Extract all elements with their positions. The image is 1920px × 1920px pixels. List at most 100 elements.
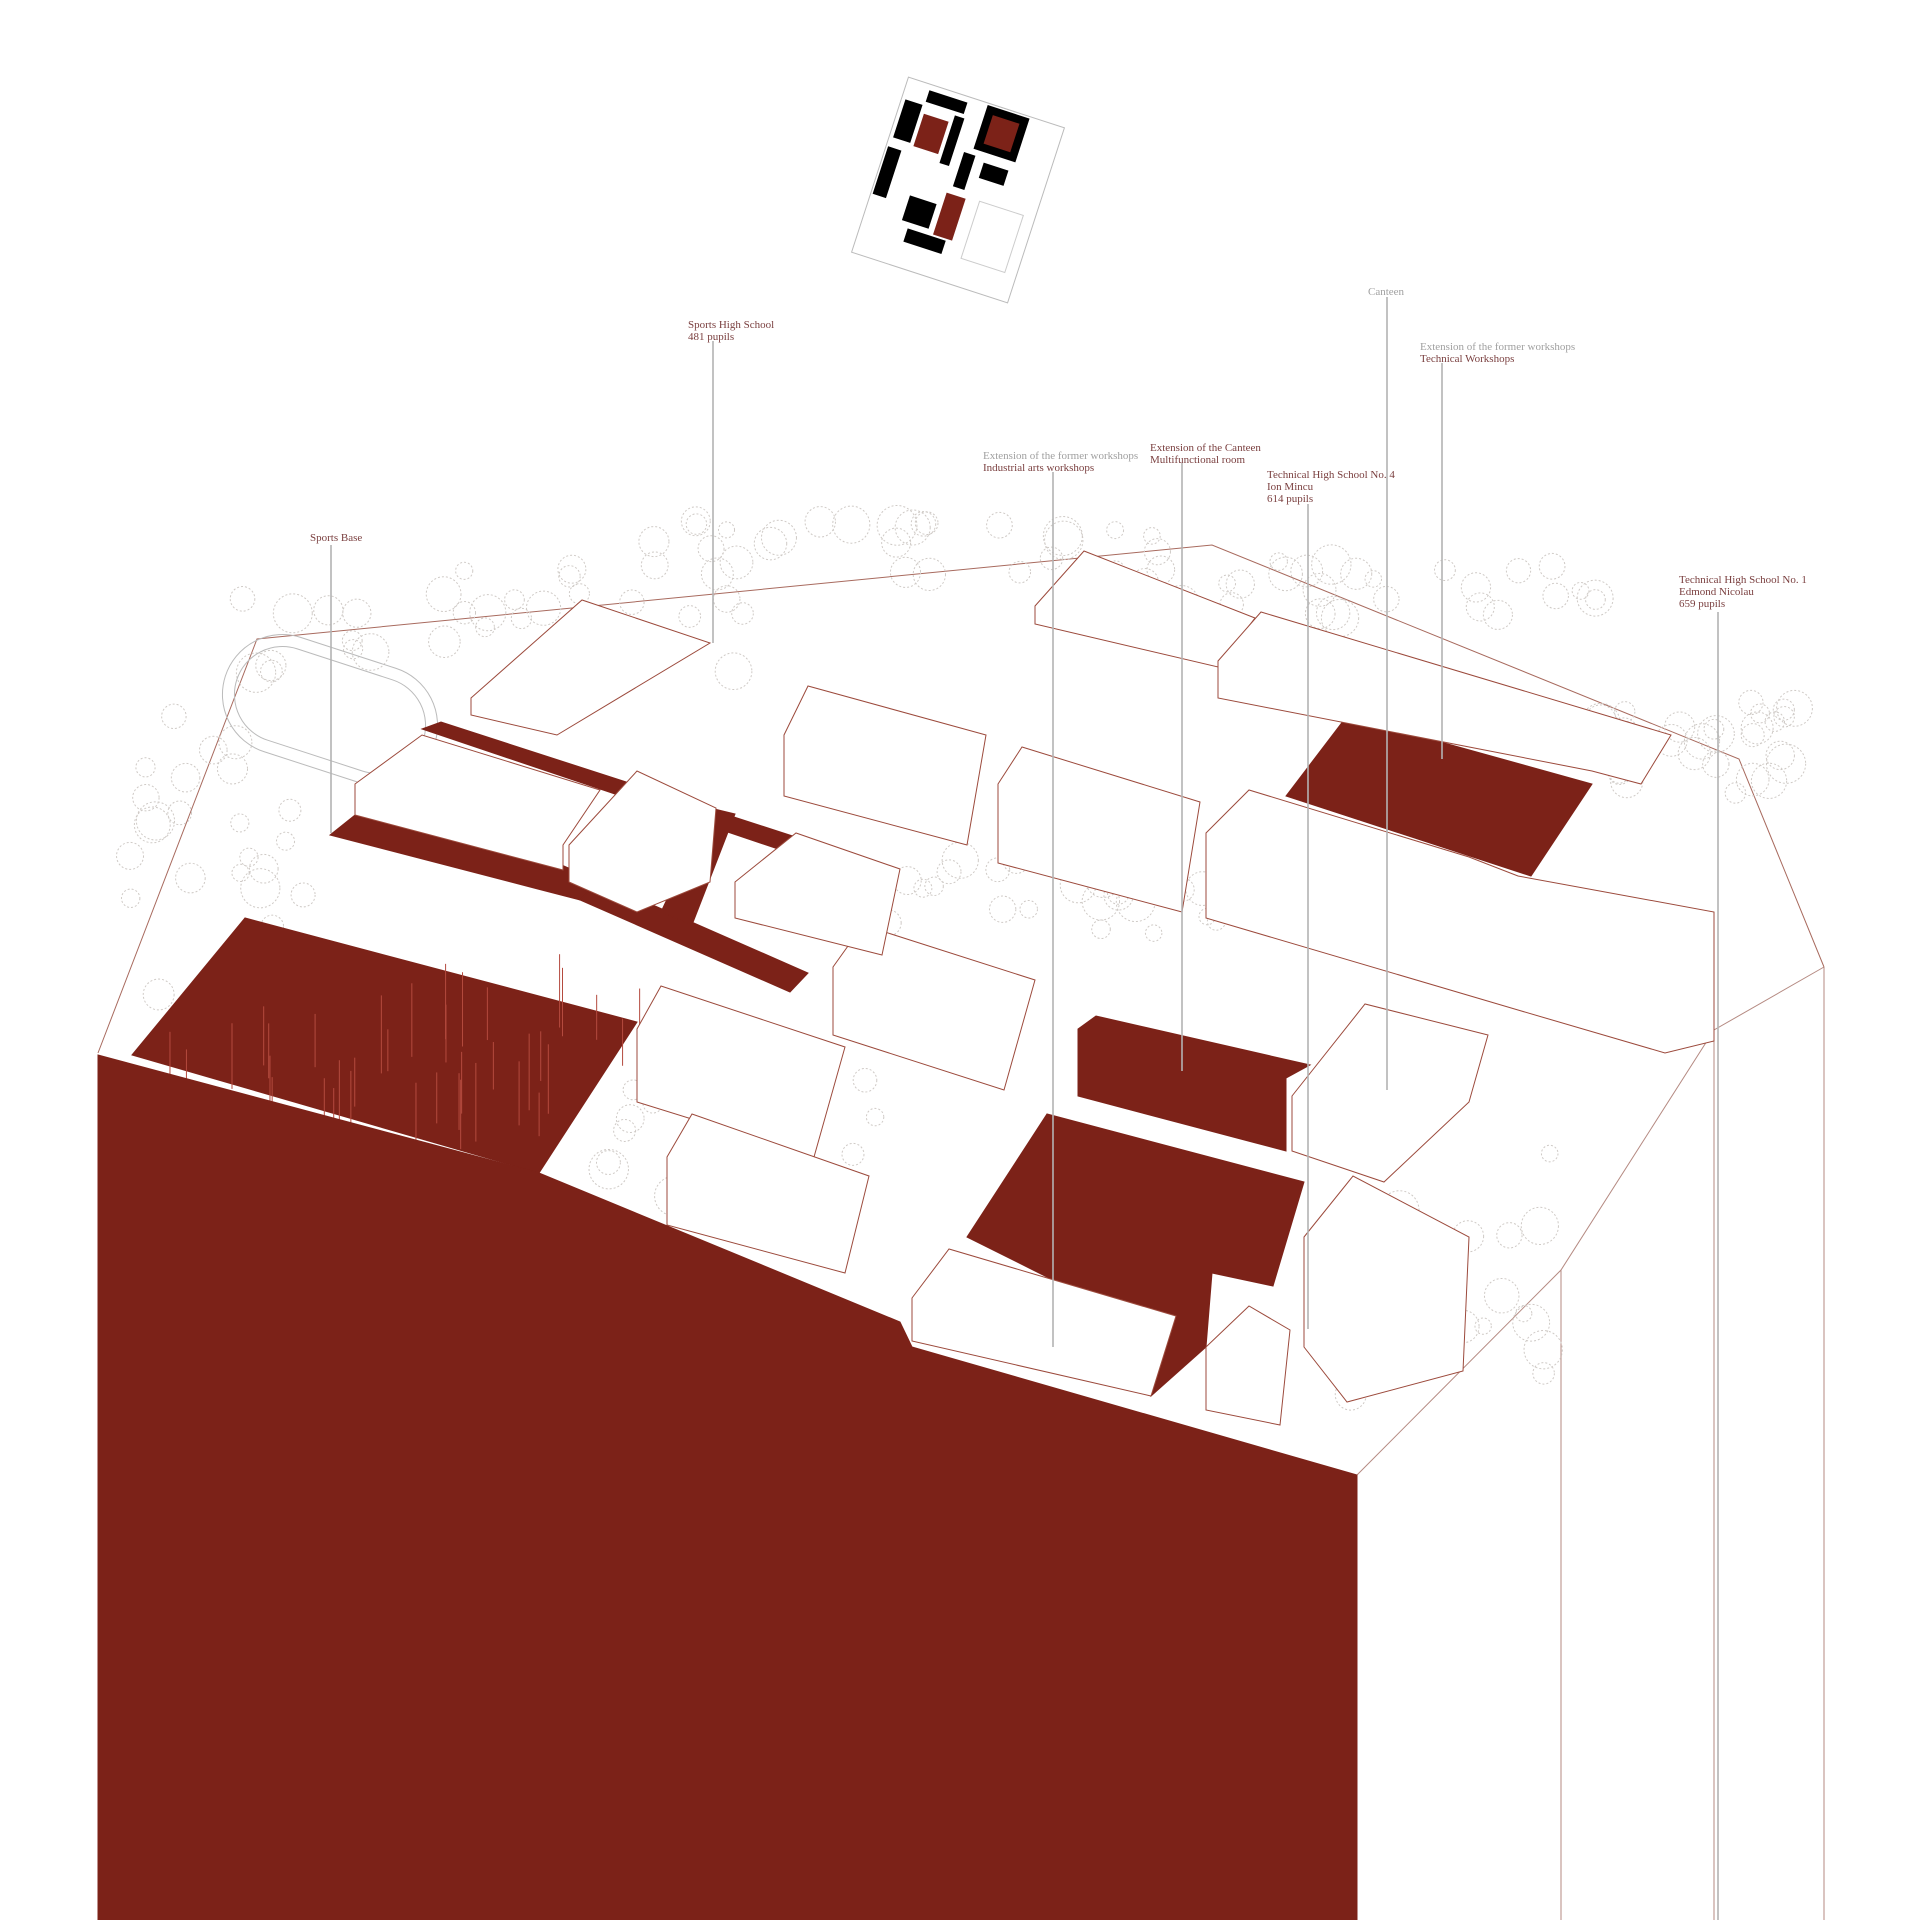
tree: [1776, 689, 1813, 727]
tree: [239, 847, 259, 867]
tree: [1764, 711, 1786, 732]
tree: [557, 554, 587, 584]
tree: [229, 586, 256, 612]
tree: [986, 511, 1013, 539]
label-technical-workshops: Extension of the former workshops Techni…: [1420, 341, 1575, 365]
tree: [1044, 520, 1084, 560]
tree: [133, 806, 171, 844]
tree: [700, 557, 734, 591]
technical-high-school-4-building: [1303, 1175, 1470, 1403]
tree: [230, 813, 250, 833]
tree: [941, 841, 979, 879]
tree: [613, 1118, 637, 1142]
tree: [1460, 572, 1492, 603]
tree: [469, 594, 507, 632]
tree: [142, 978, 175, 1011]
tree: [1523, 1330, 1563, 1370]
label-line: Extension of the Canteen: [1150, 442, 1261, 454]
tree: [1750, 703, 1770, 724]
label-line: Sports High School: [688, 319, 774, 331]
tree: [1315, 595, 1351, 631]
sports-field: [131, 917, 638, 1174]
tree: [1008, 560, 1032, 584]
label-line: Industrial arts workshops: [983, 462, 1094, 474]
tree: [452, 601, 477, 625]
tree: [1677, 736, 1711, 771]
tree: [988, 895, 1017, 923]
tree: [1571, 581, 1590, 600]
classroom-block-5: [666, 1113, 870, 1274]
tree: [218, 725, 253, 760]
tree: [1269, 552, 1288, 571]
tree: [1614, 701, 1636, 723]
tree: [170, 762, 201, 793]
key-map: [850, 76, 1066, 304]
tree: [278, 798, 302, 822]
tree: [753, 526, 788, 561]
tree: [231, 863, 250, 883]
tree: [1765, 743, 1807, 784]
tree: [1532, 1362, 1555, 1385]
tree: [351, 633, 390, 671]
tree: [1482, 599, 1513, 630]
tree: [1702, 750, 1730, 778]
tree: [1143, 527, 1161, 545]
tree: [1042, 516, 1083, 556]
label-technical-hs1: Technical High School No. 1 Edmond Nicol…: [1679, 574, 1807, 610]
label-line: Edmond Nicolau: [1679, 586, 1754, 598]
tree: [1664, 711, 1696, 743]
label-line: Ion Mincu: [1267, 481, 1314, 493]
tree: [425, 576, 462, 613]
label-line: 481 pupils: [688, 331, 734, 343]
tree: [1703, 718, 1725, 740]
label-canteen-extension: Extension of the Canteen Multifunctional…: [1150, 442, 1261, 466]
tree: [1290, 554, 1324, 588]
label-line: 659 pupils: [1679, 598, 1725, 610]
site-section-solid: [97, 1054, 1358, 1920]
existing-buildings: [354, 550, 1715, 1426]
tree: [1364, 570, 1383, 588]
tree: [718, 521, 736, 539]
pavilion: [734, 832, 901, 956]
tree: [841, 1142, 865, 1166]
label-canteen: Canteen: [1368, 286, 1405, 298]
tree: [275, 831, 296, 851]
technical-workshops: [1285, 715, 1593, 877]
tree: [1304, 598, 1336, 629]
tree: [248, 853, 279, 884]
tree: [638, 526, 670, 558]
tree: [894, 509, 931, 546]
tree: [175, 862, 206, 894]
tree: [1039, 546, 1064, 571]
tree: [1750, 762, 1788, 799]
tree: [1515, 1305, 1533, 1323]
tree: [936, 859, 962, 885]
tree: [1320, 598, 1360, 638]
tree: [428, 625, 461, 658]
tree: [804, 506, 836, 538]
tree: [1081, 882, 1121, 921]
tree: [1302, 572, 1337, 607]
label-line: Extension of the former workshops: [1420, 341, 1575, 353]
tree: [865, 1107, 885, 1127]
tree: [504, 589, 525, 610]
tree: [852, 1067, 878, 1093]
tree: [1106, 521, 1125, 540]
technical-high-school-1-building: [1205, 789, 1715, 1054]
tree: [343, 639, 364, 660]
label-industrial-arts: Extension of the former workshops Indust…: [983, 450, 1138, 474]
classroom-block-1: [783, 685, 987, 846]
tree: [255, 649, 287, 682]
tree: [760, 519, 797, 556]
tree: [1483, 1277, 1520, 1314]
label-line: Technical High School No. 1: [1679, 574, 1807, 586]
tree: [910, 511, 937, 537]
label-sports-high-school: Sports High School 481 pupils: [688, 319, 774, 343]
tree: [558, 565, 581, 588]
tree: [260, 659, 283, 683]
classroom-block-2: [997, 746, 1201, 913]
tree: [1465, 592, 1495, 622]
tree: [135, 757, 156, 778]
tree: [272, 593, 313, 634]
